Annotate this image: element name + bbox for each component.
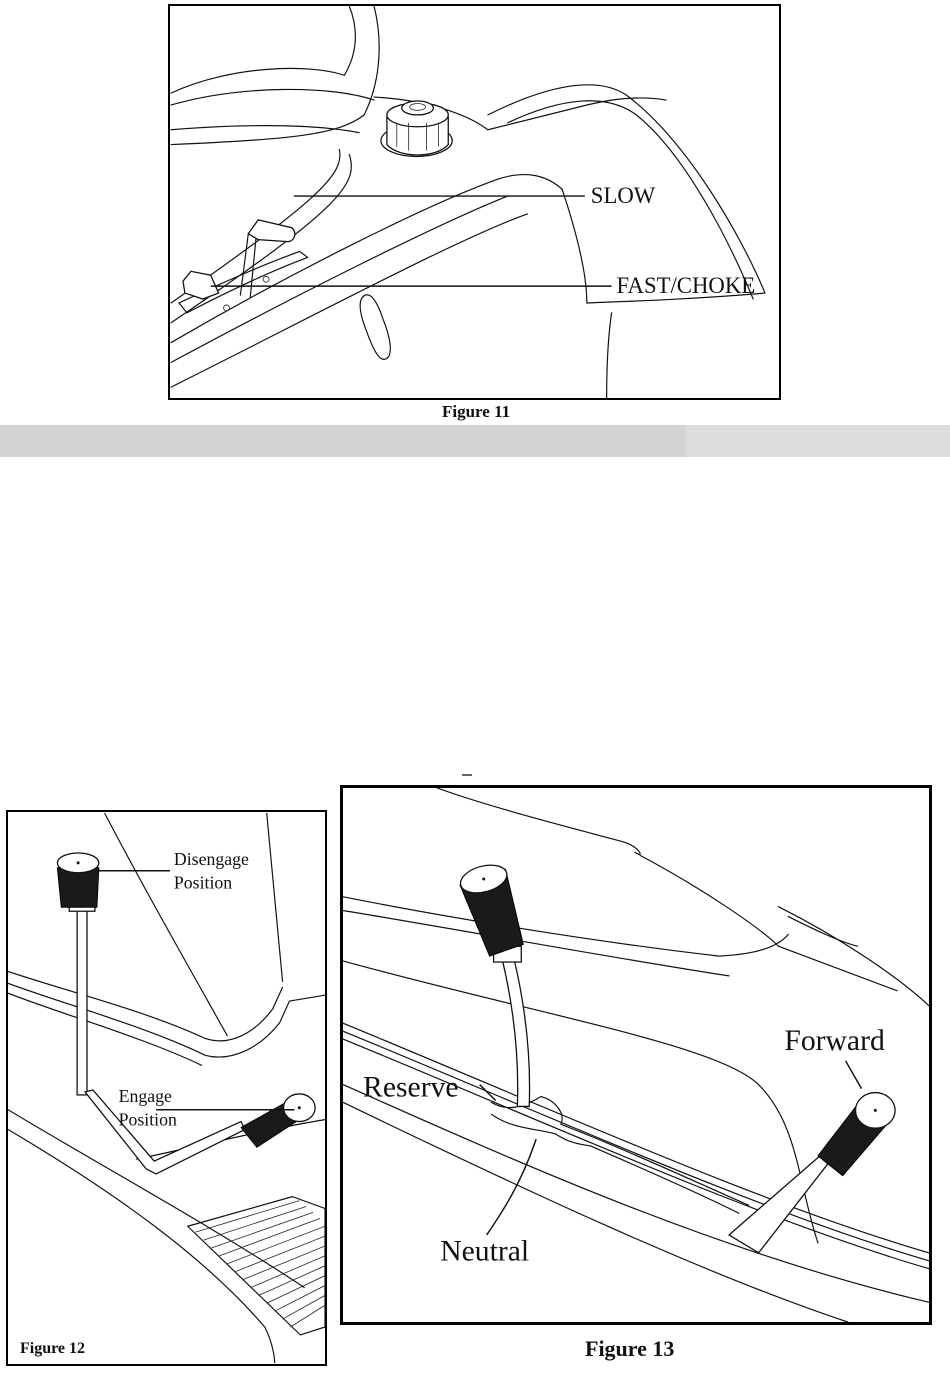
section-divider-bar	[0, 425, 950, 457]
label-forward: Forward	[784, 1025, 885, 1057]
figure-11-throttle-illustration: SLOW FAST/CHOKE	[168, 4, 781, 400]
foot-plate-icon	[188, 1197, 325, 1335]
lever-reserve-position	[457, 860, 529, 1106]
figure-12-drawing: Disengage Position Engage Position	[8, 812, 325, 1364]
label-slow: SLOW	[591, 183, 656, 208]
label-disengage-line2: Position	[174, 873, 232, 893]
label-fast-choke: FAST/CHOKE	[617, 273, 756, 298]
label-engage-line2: Position	[119, 1110, 177, 1130]
seat-outline	[171, 6, 355, 93]
ignition-knob-icon	[381, 101, 452, 156]
figure-11-drawing: SLOW FAST/CHOKE	[170, 6, 779, 398]
lever-forward-position	[729, 1093, 895, 1253]
figure-13-caption: Figure 13	[585, 1336, 674, 1362]
throttle-lever-fast-choke	[183, 271, 269, 311]
label-engage-line1: Engage	[119, 1086, 172, 1106]
label-disengage-line1: Disengage	[174, 849, 249, 869]
label-reserve: Reserve	[363, 1072, 459, 1104]
lever-disengage-position	[57, 853, 98, 1095]
label-neutral: Neutral	[440, 1236, 529, 1268]
figure-13-shift-lever-illustration: Forward Reserve Neutral	[340, 785, 932, 1325]
vent-slot	[360, 295, 390, 360]
figure-12-pto-lever-illustration: Disengage Position Engage Position	[6, 810, 327, 1366]
stray-mark	[462, 774, 472, 776]
figure-13-drawing: Forward Reserve Neutral	[343, 788, 929, 1322]
figure-11-caption: Figure 11	[442, 402, 510, 422]
figure-12-caption: Figure 12	[20, 1340, 85, 1358]
